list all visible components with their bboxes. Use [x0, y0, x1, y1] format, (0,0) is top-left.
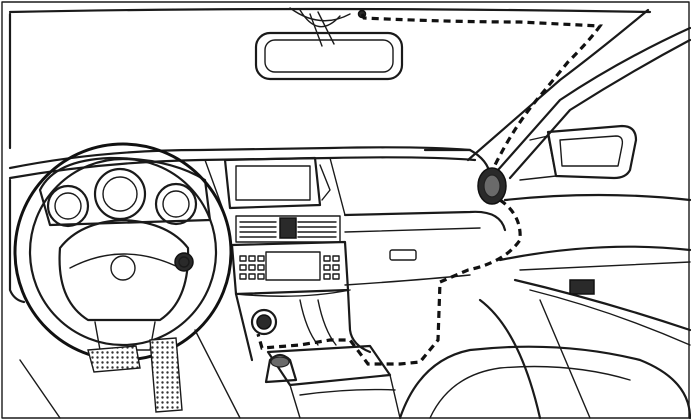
a-pillar-speaker: [478, 168, 506, 204]
steering-wheel: [15, 144, 231, 360]
rearview-mirror: [256, 33, 402, 79]
pedals: [20, 330, 240, 418]
steering-control-right: [175, 253, 193, 271]
radio-display: [266, 252, 320, 280]
glovebox-handle: [390, 250, 416, 260]
side-mirror: [520, 126, 636, 180]
center-console: [232, 216, 400, 418]
infotainment-screen: [225, 158, 330, 208]
gear-shifter: [266, 355, 296, 382]
steering-logo: [111, 256, 135, 280]
window-switch: [570, 280, 594, 294]
instrument-cluster: [40, 158, 210, 226]
passenger-seat: [400, 347, 690, 418]
power-socket: [252, 310, 276, 334]
passenger-door: [480, 195, 690, 418]
